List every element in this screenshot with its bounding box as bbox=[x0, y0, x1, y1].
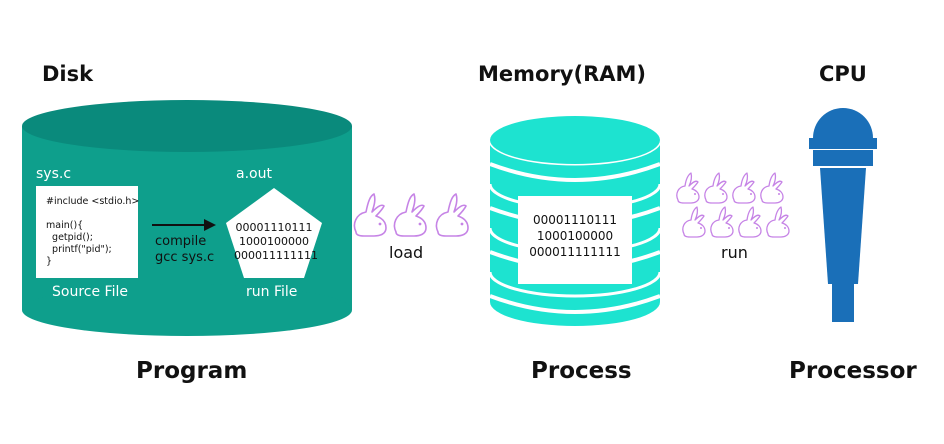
source-file-card: #include <stdio.h> main(){ getpid(); pri… bbox=[36, 186, 140, 278]
source-file-caption: Source File bbox=[52, 284, 128, 300]
rabbit-icon bbox=[353, 193, 387, 237]
cpu-heading: CPU bbox=[819, 62, 867, 86]
process-label: Process bbox=[531, 358, 632, 384]
microphone-icon bbox=[809, 108, 877, 322]
rabbit-icon bbox=[682, 206, 706, 238]
rabbit-icon bbox=[766, 206, 790, 238]
run-file-caption: run File bbox=[246, 284, 298, 300]
rabbit-icon bbox=[435, 193, 469, 237]
processor-label: Processor bbox=[789, 358, 917, 384]
binary-line: 000011111111 bbox=[529, 245, 621, 259]
program-label: Program bbox=[136, 358, 248, 384]
rabbit-icon bbox=[732, 172, 756, 204]
run-file-pentagon bbox=[226, 188, 322, 278]
memory-heading: Memory(RAM) bbox=[478, 62, 647, 86]
compile-label-line1: compile bbox=[155, 234, 207, 249]
load-label: load bbox=[389, 243, 424, 262]
disk-heading: Disk bbox=[42, 62, 94, 86]
rabbit-icon bbox=[704, 172, 728, 204]
rabbit-icon bbox=[676, 172, 700, 204]
compile-label-line2: gcc sys.c bbox=[155, 250, 215, 265]
compile-arrow bbox=[152, 219, 216, 231]
run-rabbits bbox=[676, 172, 790, 238]
rabbit-icon bbox=[738, 206, 762, 238]
binary-line: 1000100000 bbox=[536, 229, 614, 243]
rabbit-icon bbox=[710, 206, 734, 238]
memory-binary: 00001110111 1000100000 000011111111 bbox=[518, 212, 632, 260]
binary-line: 00001110111 bbox=[235, 221, 313, 234]
run-file-binary: 00001110111 1000100000 000011111111 bbox=[234, 221, 318, 263]
rabbit-icon bbox=[393, 193, 427, 237]
memory-stack bbox=[490, 114, 660, 326]
load-rabbits bbox=[353, 193, 469, 237]
binary-line: 1000100000 bbox=[239, 235, 309, 248]
compile-label: compile gcc sys.c bbox=[155, 234, 214, 266]
source-filename: sys.c bbox=[36, 166, 72, 182]
binary-line: 000011111111 bbox=[234, 249, 318, 262]
rabbit-icon bbox=[760, 172, 784, 204]
binary-line: 00001110111 bbox=[533, 213, 617, 227]
output-filename: a.out bbox=[236, 166, 272, 182]
source-code: #include <stdio.h> main(){ getpid(); pri… bbox=[46, 196, 140, 267]
run-label: run bbox=[721, 243, 748, 262]
